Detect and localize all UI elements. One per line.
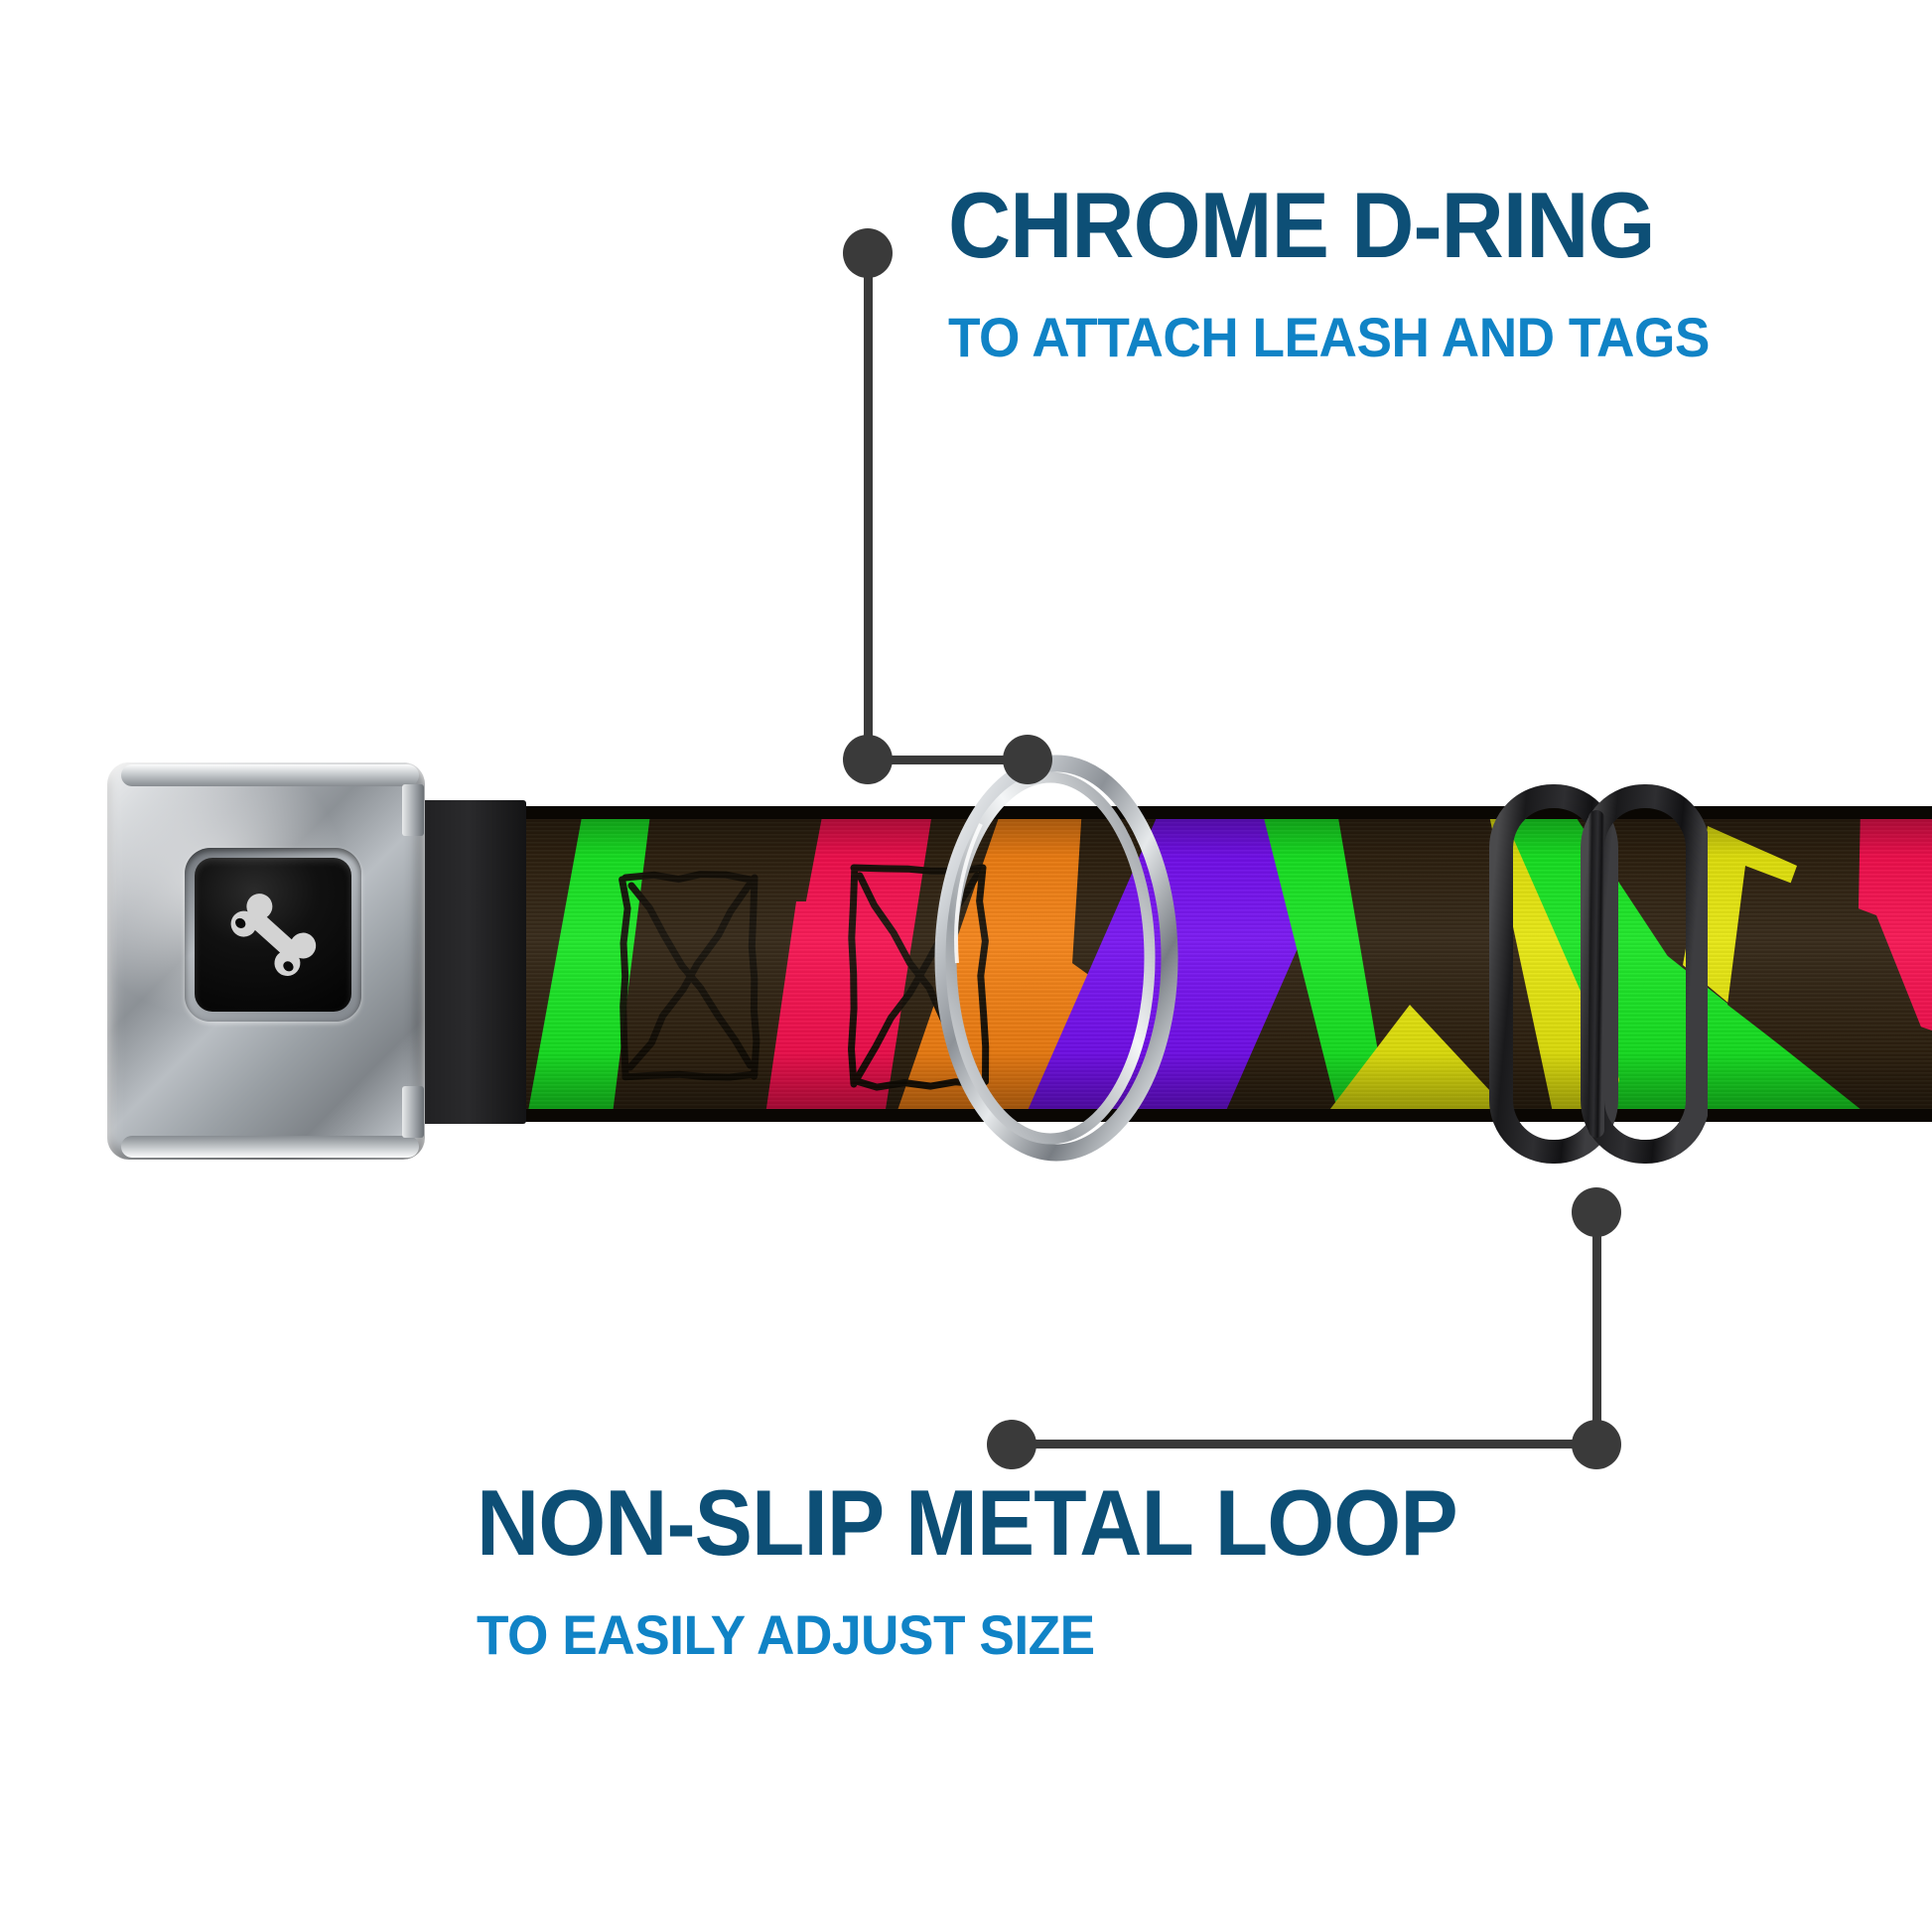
- non-slip-metal-loop[interactable]: [1489, 780, 1708, 1168]
- leader-dot-loop-text: [987, 1420, 1036, 1469]
- leader-dot-dring-corner: [843, 735, 893, 784]
- d-ring-inner: [951, 777, 1150, 1139]
- leader-dot-dring-target: [1003, 735, 1052, 784]
- buckle-hinge-tab-bottom: [402, 1086, 424, 1138]
- strap-sketch-stroke: [625, 1074, 755, 1077]
- leader-line-loop-horizontal: [1013, 1440, 1598, 1449]
- leader-line-dring-vertical: [864, 251, 873, 762]
- d-ring-outer: [943, 763, 1170, 1153]
- collar-strap: [467, 806, 1932, 1122]
- callout-title-chrome-d-ring: CHROME D-RING: [948, 179, 1655, 272]
- strap-pattern-artwork: [467, 806, 1932, 1122]
- buckle-top-lip: [121, 764, 419, 786]
- seatbelt-buckle[interactable]: [99, 762, 516, 1160]
- leader-line-loop-vertical: [1592, 1219, 1601, 1448]
- buckle-black-plate: [195, 858, 351, 1012]
- callout-title-non-slip-metal-loop: NON-SLIP METAL LOOP: [477, 1476, 1457, 1570]
- buckle-bottom-lip: [121, 1136, 419, 1158]
- dog-bone-icon: [214, 877, 332, 994]
- buckle-hinge-tab-top: [402, 784, 424, 836]
- buckle-chrome-body: [107, 762, 425, 1160]
- metal-loop-center-bar: [1588, 810, 1604, 1138]
- chrome-d-ring[interactable]: [931, 755, 1181, 1162]
- callout-subtitle-non-slip-metal-loop: TO EASILY ADJUST SIZE: [477, 1607, 1095, 1663]
- buckle-bezel: [185, 848, 361, 1022]
- leader-dot-dring-text: [843, 228, 893, 278]
- leader-dot-loop-target: [1572, 1187, 1621, 1237]
- callout-subtitle-chrome-d-ring: TO ATTACH LEASH AND TAGS: [948, 310, 1710, 365]
- strap-sketch-stroke: [852, 870, 855, 1085]
- leader-dot-loop-corner: [1572, 1420, 1621, 1469]
